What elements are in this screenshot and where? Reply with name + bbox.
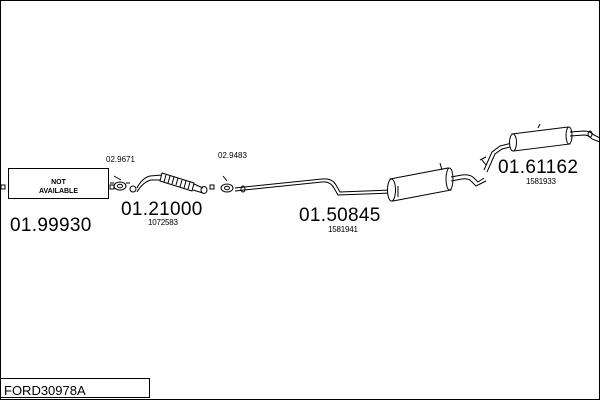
accessory-code-1[interactable]: 02.9671	[106, 155, 135, 164]
connector-mark-2	[109, 184, 115, 190]
connector-mark-3	[209, 184, 215, 190]
gasket-02-9483-drawing	[220, 175, 234, 193]
rear-silencer-drawing	[479, 123, 600, 173]
oem-number-3: 1581941	[328, 225, 358, 234]
middle-silencer-drawing	[234, 162, 487, 202]
reference-code: FORD30978A	[4, 383, 86, 398]
part-number-1[interactable]: 01.99930	[10, 215, 92, 236]
gasket-02-9671-drawing	[110, 175, 130, 191]
part-number-4[interactable]: 01.61162	[498, 157, 579, 178]
front-pipe-drawing	[129, 172, 208, 194]
part-number-2[interactable]: 01.21000	[121, 199, 203, 220]
oem-number-2: 1072583	[148, 218, 178, 227]
reference-box: FORD30978A	[0, 378, 150, 398]
oem-number-4: 1581933	[526, 177, 556, 186]
accessory-code-2[interactable]: 02.9483	[218, 151, 247, 160]
not-available-label: NOT AVAILABLE	[38, 179, 79, 195]
not-available-box: NOT AVAILABLE	[8, 168, 109, 199]
connector-mark-1	[0, 184, 6, 190]
part-number-3[interactable]: 01.50845	[299, 205, 381, 226]
